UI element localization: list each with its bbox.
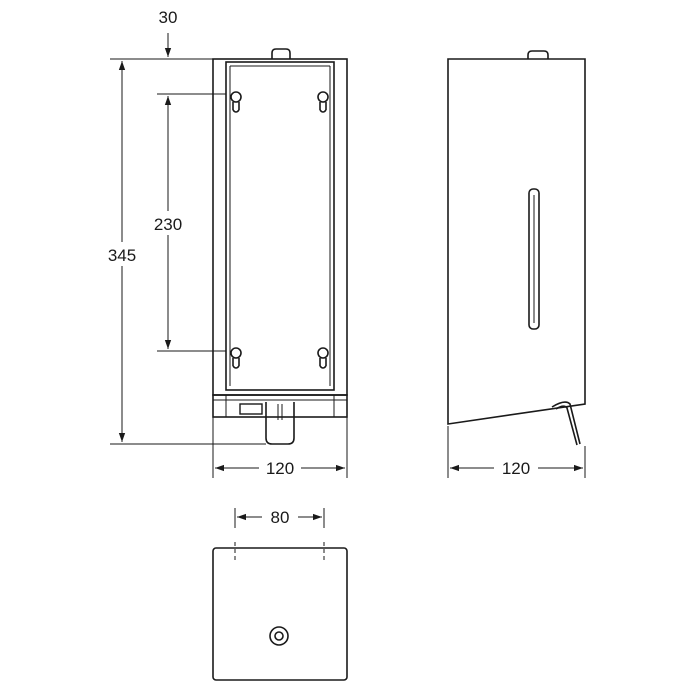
nozzle-outlet: [269, 626, 289, 646]
pump-housing: [212, 394, 348, 418]
back-plate: [225, 61, 335, 391]
pump-plunger: [239, 403, 263, 415]
dim-hole-spacing-label: 230: [154, 215, 182, 234]
dim-top-offset: 30: [110, 8, 213, 60]
dim-side-depth: 120: [447, 426, 586, 478]
bottom-body-outline: [212, 547, 348, 681]
dim-total-height-label: 345: [108, 246, 136, 265]
dispense-nozzle: [265, 402, 295, 445]
keyhole-top-right: [317, 91, 329, 113]
side-view: [447, 50, 586, 446]
dim-bottom-hole-spacing: 80: [234, 508, 325, 528]
dim-side-depth-label: 120: [502, 459, 530, 478]
side-lever: [551, 401, 581, 445]
keyhole-bottom-left: [230, 347, 242, 369]
dim-top-offset-label: 30: [159, 8, 178, 27]
level-window: [528, 188, 540, 330]
keyhole-top-left: [230, 91, 242, 113]
dim-total-height: 345: [108, 61, 266, 445]
side-top-button: [527, 50, 549, 59]
dim-front-width-label: 120: [266, 459, 294, 478]
front-view: [212, 48, 348, 445]
top-button: [271, 48, 291, 59]
keyhole-bottom-right: [317, 347, 329, 369]
dim-hole-spacing: 230: [154, 93, 226, 352]
bottom-view: [212, 542, 348, 681]
dim-bottom-hole-spacing-label: 80: [271, 508, 290, 527]
side-body-outline: [447, 58, 586, 425]
dim-front-width: 120: [212, 417, 348, 478]
